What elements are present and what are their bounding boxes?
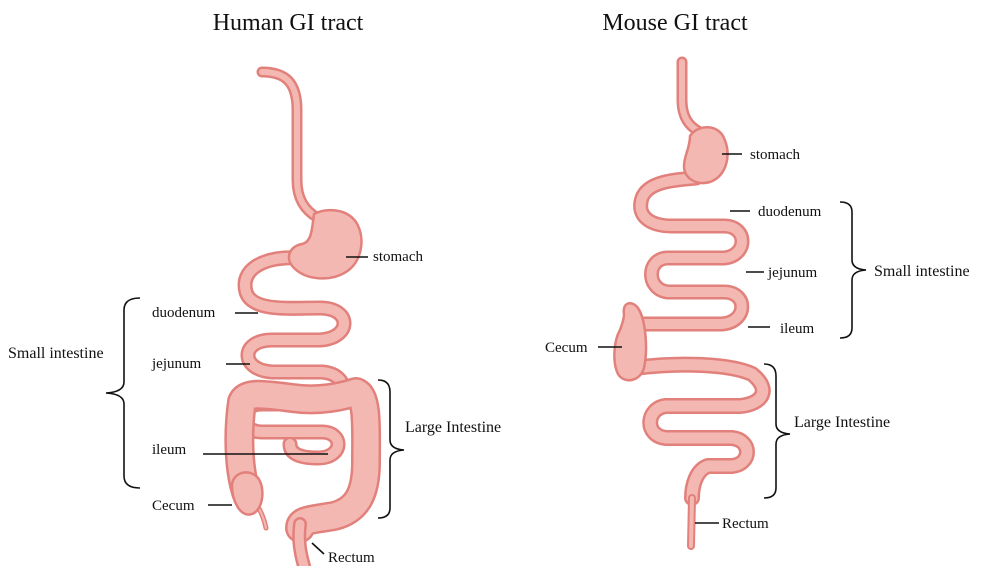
mouse-ileum-label: ileum [780,321,814,337]
human-jejunum-label: jejunum [151,356,201,372]
human-cecum-label: Cecum [152,498,195,514]
mouse-gi-tract [614,62,762,546]
mouse-jejunum-label: jejunum [767,265,817,281]
human-cecum [232,472,262,514]
human-rectum-label: Rectum [328,550,375,566]
mouse-stomach [684,127,728,183]
mouse-small-intestine-brace [840,202,866,338]
human-stomach [289,210,362,278]
human-gi-tract [232,72,366,566]
human-title: Human GI tract [213,10,364,36]
human-large-intestine-label: Large Intestine [405,419,501,436]
mouse-small-intestine-label: Small intestine [874,263,970,280]
human-duodenum-label: duodenum [152,305,216,321]
human-stomach-label: stomach [373,249,423,265]
human-esophagus [262,72,318,218]
mouse-large-intestine-label: Large Intestine [794,414,890,431]
mouse-cecum [614,303,646,380]
mouse-title: Mouse GI tract [602,10,748,36]
mouse-duodenum-label: duodenum [758,204,822,220]
human-ileum-label: ileum [152,442,186,458]
human-small-intestine-label: Small intestine [8,345,104,362]
mouse-cecum-label: Cecum [545,340,588,356]
mouse-small-intestine [640,178,742,324]
human-rectum-leader [312,543,324,554]
human-large-intestine-brace [378,380,404,518]
mouse-stomach-label: stomach [750,147,800,163]
human-small-intestine-brace [106,298,140,488]
mouse-rectum-label: Rectum [722,516,769,532]
